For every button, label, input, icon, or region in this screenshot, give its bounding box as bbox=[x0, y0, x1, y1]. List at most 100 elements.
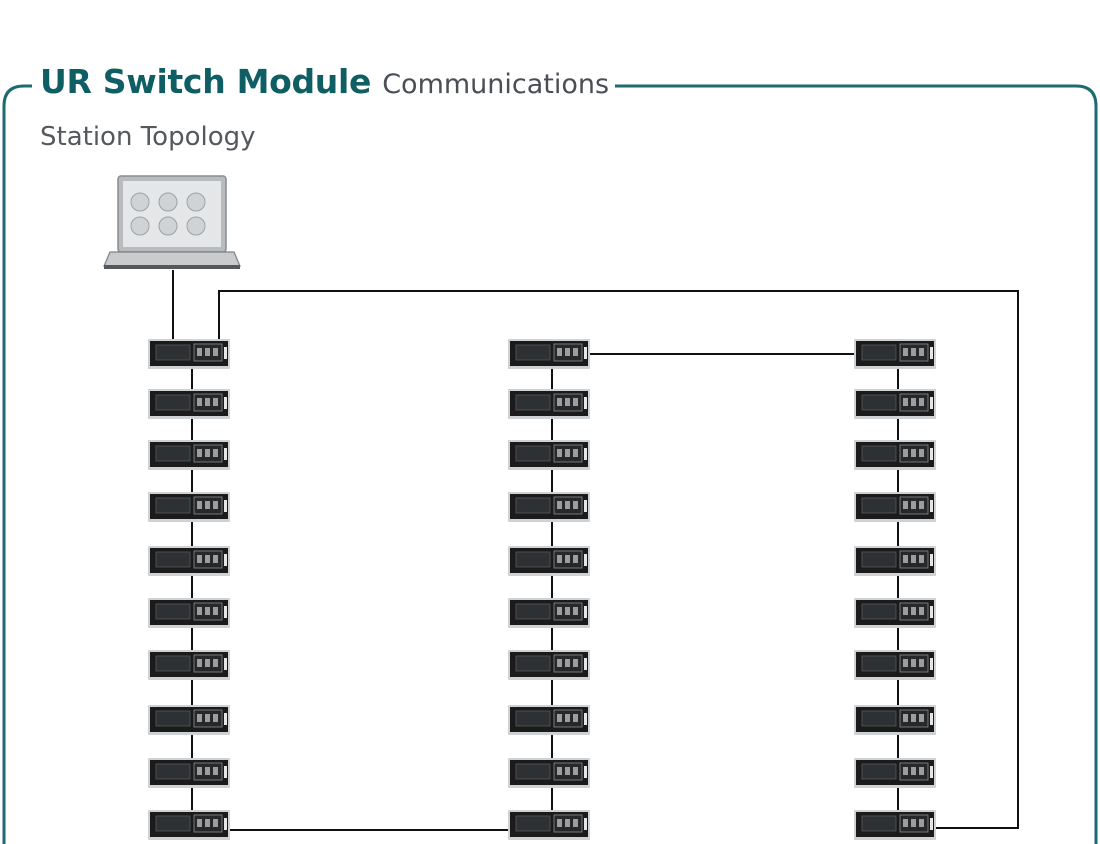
device-display bbox=[861, 344, 897, 361]
device-key bbox=[557, 767, 562, 775]
device-display bbox=[155, 603, 191, 620]
device-display bbox=[155, 551, 191, 568]
laptop-icon bbox=[103, 175, 241, 269]
laptop-screen bbox=[123, 181, 221, 247]
device-display bbox=[515, 603, 551, 620]
device-key bbox=[557, 714, 562, 722]
device-key bbox=[903, 449, 908, 457]
device-key bbox=[573, 659, 578, 667]
device-side-panel bbox=[584, 554, 587, 566]
screen-gauge bbox=[186, 216, 206, 236]
device-key bbox=[903, 501, 908, 509]
device-display bbox=[155, 445, 191, 462]
relay-device bbox=[148, 650, 230, 680]
module-title-main: UR Switch Module bbox=[40, 62, 372, 101]
relay-device bbox=[854, 389, 936, 419]
device-side-panel bbox=[930, 766, 933, 778]
relay-device bbox=[508, 492, 590, 522]
device-key bbox=[565, 659, 570, 667]
device-key bbox=[911, 607, 916, 615]
device-key bbox=[573, 819, 578, 827]
device-key bbox=[919, 501, 924, 509]
device-key bbox=[903, 819, 908, 827]
device-key bbox=[197, 819, 202, 827]
device-key bbox=[919, 398, 924, 406]
device-key bbox=[557, 659, 562, 667]
relay-device bbox=[148, 339, 230, 369]
device-key bbox=[565, 714, 570, 722]
device-display bbox=[515, 763, 551, 780]
device-side-panel bbox=[584, 500, 587, 512]
device-key bbox=[565, 398, 570, 406]
relay-device bbox=[854, 492, 936, 522]
device-display bbox=[861, 655, 897, 672]
device-side-panel bbox=[930, 818, 933, 830]
device-side-panel bbox=[224, 606, 227, 618]
relay-device bbox=[854, 440, 936, 470]
device-key bbox=[205, 398, 210, 406]
relay-device bbox=[148, 758, 230, 788]
device-display bbox=[861, 394, 897, 411]
device-key bbox=[205, 607, 210, 615]
device-key bbox=[911, 819, 916, 827]
device-key bbox=[205, 449, 210, 457]
device-display bbox=[515, 710, 551, 727]
relay-device bbox=[508, 440, 590, 470]
relay-device bbox=[854, 810, 936, 840]
device-key bbox=[573, 767, 578, 775]
device-key bbox=[565, 501, 570, 509]
device-side-panel bbox=[224, 554, 227, 566]
device-key bbox=[903, 348, 908, 356]
module-title-sub: Communications bbox=[382, 69, 610, 100]
device-display bbox=[155, 815, 191, 832]
screen-gauge bbox=[158, 216, 178, 236]
device-key bbox=[197, 659, 202, 667]
device-side-panel bbox=[584, 448, 587, 460]
device-key bbox=[213, 449, 218, 457]
device-side-panel bbox=[224, 818, 227, 830]
relay-device bbox=[508, 650, 590, 680]
device-key bbox=[213, 714, 218, 722]
device-display bbox=[155, 710, 191, 727]
device-side-panel bbox=[930, 397, 933, 409]
laptop-base bbox=[103, 251, 241, 267]
device-key bbox=[205, 767, 210, 775]
device-key bbox=[213, 659, 218, 667]
device-side-panel bbox=[930, 554, 933, 566]
relay-device bbox=[854, 705, 936, 735]
device-display bbox=[515, 394, 551, 411]
relay-device bbox=[854, 339, 936, 369]
device-key bbox=[911, 348, 916, 356]
section-subtitle: Station Topology bbox=[40, 122, 256, 152]
device-side-panel bbox=[224, 500, 227, 512]
device-side-panel bbox=[930, 713, 933, 725]
device-key bbox=[197, 555, 202, 563]
device-key bbox=[911, 659, 916, 667]
relay-device bbox=[148, 492, 230, 522]
device-side-panel bbox=[224, 766, 227, 778]
device-side-panel bbox=[584, 397, 587, 409]
relay-device bbox=[854, 650, 936, 680]
device-key bbox=[903, 767, 908, 775]
device-side-panel bbox=[224, 713, 227, 725]
device-key bbox=[565, 449, 570, 457]
device-key bbox=[197, 398, 202, 406]
screen-gauge bbox=[130, 216, 150, 236]
device-key bbox=[197, 501, 202, 509]
device-key bbox=[919, 607, 924, 615]
device-key bbox=[557, 555, 562, 563]
device-key bbox=[911, 767, 916, 775]
device-display bbox=[861, 497, 897, 514]
device-key bbox=[213, 607, 218, 615]
device-key bbox=[573, 398, 578, 406]
device-display bbox=[515, 815, 551, 832]
device-key bbox=[565, 555, 570, 563]
device-key bbox=[911, 714, 916, 722]
device-key bbox=[911, 449, 916, 457]
device-key bbox=[205, 659, 210, 667]
device-key bbox=[911, 555, 916, 563]
device-display bbox=[155, 655, 191, 672]
relay-device bbox=[148, 705, 230, 735]
link-ring-return bbox=[218, 290, 1019, 829]
relay-device bbox=[508, 598, 590, 628]
